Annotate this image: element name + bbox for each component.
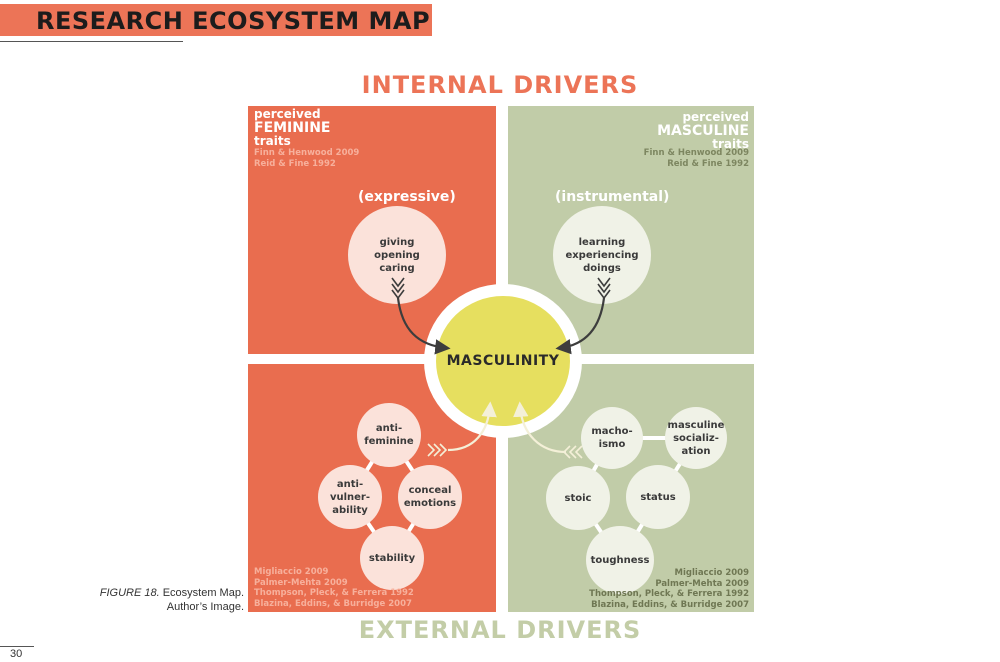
citation: Reid & Fine 1992 [667,158,749,169]
expressive-traits-text: giving opening caring [374,236,420,274]
citation: Migliaccio 2009 [254,567,329,577]
feminine-line3: traits [254,134,291,148]
arrow-external-left-to-hub [447,401,497,452]
masculinity-hub: MASCULINITY [436,296,570,426]
node-macho-ismo: macho- ismo [581,407,643,469]
footer-rule [0,646,34,647]
citation: Blazina, Eddins, & Burridge 2007 [254,598,412,609]
citation: Reid & Fine 1992 [254,158,336,169]
citation: Migliaccio 2009 [674,568,749,578]
node-label: conceal emotions [403,485,457,509]
node-label: anti- feminine [364,423,414,447]
citation: Finn & Henwood 2009 [254,148,360,158]
external-right-citations: Migliaccio 2009 Palmer-Mehta 2009 Thomps… [589,568,749,610]
node-label: stability [368,552,416,564]
citation: Thompson, Pleck, & Ferrera 1992 [589,589,749,599]
citation: Thompson, Pleck, & Ferrera 1992 [254,588,414,598]
node-stoic: stoic [546,466,610,530]
node-label: anti- vulner- ability [329,478,371,516]
node-label: masculine socializ- ation [667,419,725,457]
arrow-external-right-to-hub [513,401,567,454]
node-label: macho- ismo [591,426,633,450]
arrow-fletching-left [391,277,405,300]
arrow-instrumental-to-hub [555,297,606,355]
citation: Palmer-Mehta 2009 [254,577,348,588]
feminine-citations: Finn & Henwood 2009 Reid & Fine 1992 [254,148,359,169]
instrumental-label: (instrumental) [555,189,670,205]
feminine-line1: perceived [254,107,321,121]
node-label: toughness [590,554,650,566]
instrumental-traits-circle: learning experiencing doings [553,206,651,304]
page-number: 30 [10,648,23,660]
node-label: status [640,491,676,503]
citation: Blazina, Eddins, & Burridge 2007 [591,599,749,610]
figure-number: FIGURE 18. [99,587,160,599]
masculine-line2: MASCULINE [657,123,749,139]
header-banner: RESEARCH ECOSYSTEM MAP [0,4,432,36]
page-title: RESEARCH ECOSYSTEM MAP [36,7,431,35]
citation: Palmer-Mehta 2009 [655,578,749,589]
figure-caption: FIGURE 18. Ecosystem Map. Author’s Image… [100,586,244,614]
internal-drivers-title: INTERNAL DRIVERS [361,71,639,99]
masculine-citations: Finn & Henwood 2009 Reid & Fine 1992 [644,148,749,169]
expressive-traits-circle: giving opening caring [348,206,446,304]
node-toughness: toughness [586,526,654,594]
node-status: status [626,465,690,529]
caption-credit: Author’s Image. [166,601,244,613]
arrow-fletching-bottom-right [562,445,583,459]
external-left-citations: Migliaccio 2009 Palmer-Mehta 2009 Thomps… [254,567,414,609]
node-label: stoic [564,492,592,504]
hub-label: MASCULINITY [446,353,560,369]
node-anti-vulnerability: anti- vulner- ability [318,465,382,529]
feminine-line2: FEMININE [254,120,331,136]
arrow-fletching-right [597,277,611,300]
citation: Finn & Henwood 2009 [643,148,749,158]
arrow-fletching-bottom-left [427,443,448,457]
arrow-expressive-to-hub [396,297,451,355]
external-drivers-title: EXTERNAL DRIVERS [358,616,642,644]
node-masculine-socialization: masculine socializ- ation [665,407,727,469]
expressive-label: (expressive) [358,189,456,205]
node-stability: stability [360,526,424,590]
node-anti-feminine: anti- feminine [357,403,421,467]
masculine-traits-heading: perceived MASCULINE traits [657,111,749,151]
node-conceal-emotions: conceal emotions [398,465,462,529]
header-rule [0,41,183,42]
caption-text: Ecosystem Map. [159,587,244,599]
masculine-line3: traits [712,137,749,151]
masculine-line1: perceived [682,110,749,124]
instrumental-traits-text: learning experiencing doings [565,236,639,274]
feminine-traits-heading: perceived FEMININE traits [254,108,330,148]
